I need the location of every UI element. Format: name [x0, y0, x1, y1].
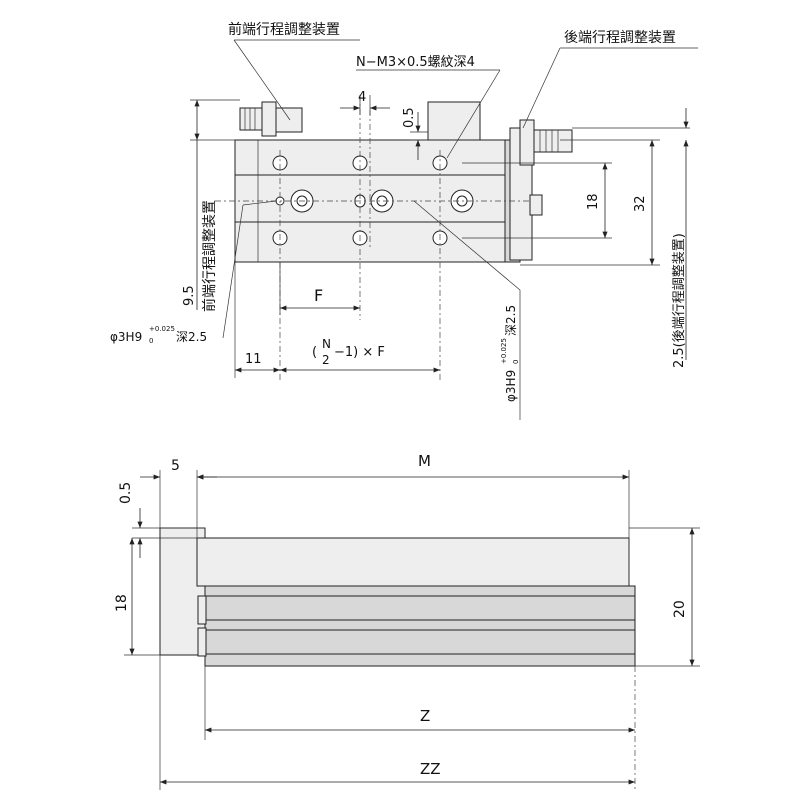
pin-hole-callout-left: φ3H9 +0.025 0 深2.5 [110, 325, 207, 345]
front-adjuster-nut [261, 101, 277, 137]
label-thread: N−M3×0.5螺紋深4 [356, 55, 475, 70]
side-dim-5: 5 [171, 458, 180, 474]
dim-0-5: 0.5 [402, 107, 417, 128]
top-block [427, 101, 481, 141]
svg-text:深2.5: 深2.5 [504, 305, 518, 336]
dim-11: 11 [245, 352, 262, 367]
rear-adjuster-nut [519, 119, 535, 166]
svg-text:+0.025: +0.025 [149, 325, 175, 333]
dim-pitch-formula: ( N 2 −1) × F [312, 337, 385, 367]
label-rear-adjuster-top: 後端行程調整装置 [564, 30, 676, 46]
svg-text:φ3H9: φ3H9 [504, 370, 518, 402]
side-table-plate [196, 537, 630, 587]
side-dim-M: M [418, 452, 431, 470]
top-view: 4 0.5 18 32 2.5(後端行程調整装置) 9.5 前端行程調整装置 [110, 21, 698, 420]
dim-32: 32 [633, 195, 648, 212]
svg-text:−1) × F: −1) × F [334, 345, 385, 360]
label-rear-adjuster-side: 2.5(後端行程調整装置) [672, 233, 687, 368]
svg-text:(: ( [312, 345, 317, 360]
pin-hole-callout-right: φ3H9 +0.025 0 深2.5 [500, 305, 520, 402]
svg-text:φ3H9: φ3H9 [110, 330, 142, 344]
svg-text:N: N [322, 337, 331, 351]
front-adjuster-bolt [239, 107, 263, 131]
rear-adjuster-bolt [533, 129, 573, 153]
label-front-adjuster-top: 前端行程調整装置 [228, 21, 340, 38]
svg-text:0: 0 [512, 360, 520, 364]
label-front-adjuster-side: 前端行程調整装置 [201, 200, 218, 312]
side-dim-Z: Z [420, 707, 430, 725]
side-dim-0-5: 0.5 [118, 482, 134, 504]
dim-9-5: 9.5 [182, 285, 197, 306]
svg-text:+0.025: +0.025 [500, 338, 508, 364]
side-view: 0.5 5 M 18 20 Z ZZ [114, 452, 700, 790]
svg-text:2: 2 [322, 353, 330, 367]
svg-text:0: 0 [149, 337, 153, 345]
dim-18: 18 [586, 193, 601, 210]
side-base-rail [204, 585, 636, 667]
side-dim-18: 18 [114, 594, 130, 612]
dim-F: F [314, 286, 323, 305]
side-dim-20: 20 [672, 600, 688, 618]
dim-4: 4 [358, 90, 366, 105]
svg-text:深2.5: 深2.5 [176, 330, 207, 344]
side-dim-ZZ: ZZ [420, 760, 441, 778]
